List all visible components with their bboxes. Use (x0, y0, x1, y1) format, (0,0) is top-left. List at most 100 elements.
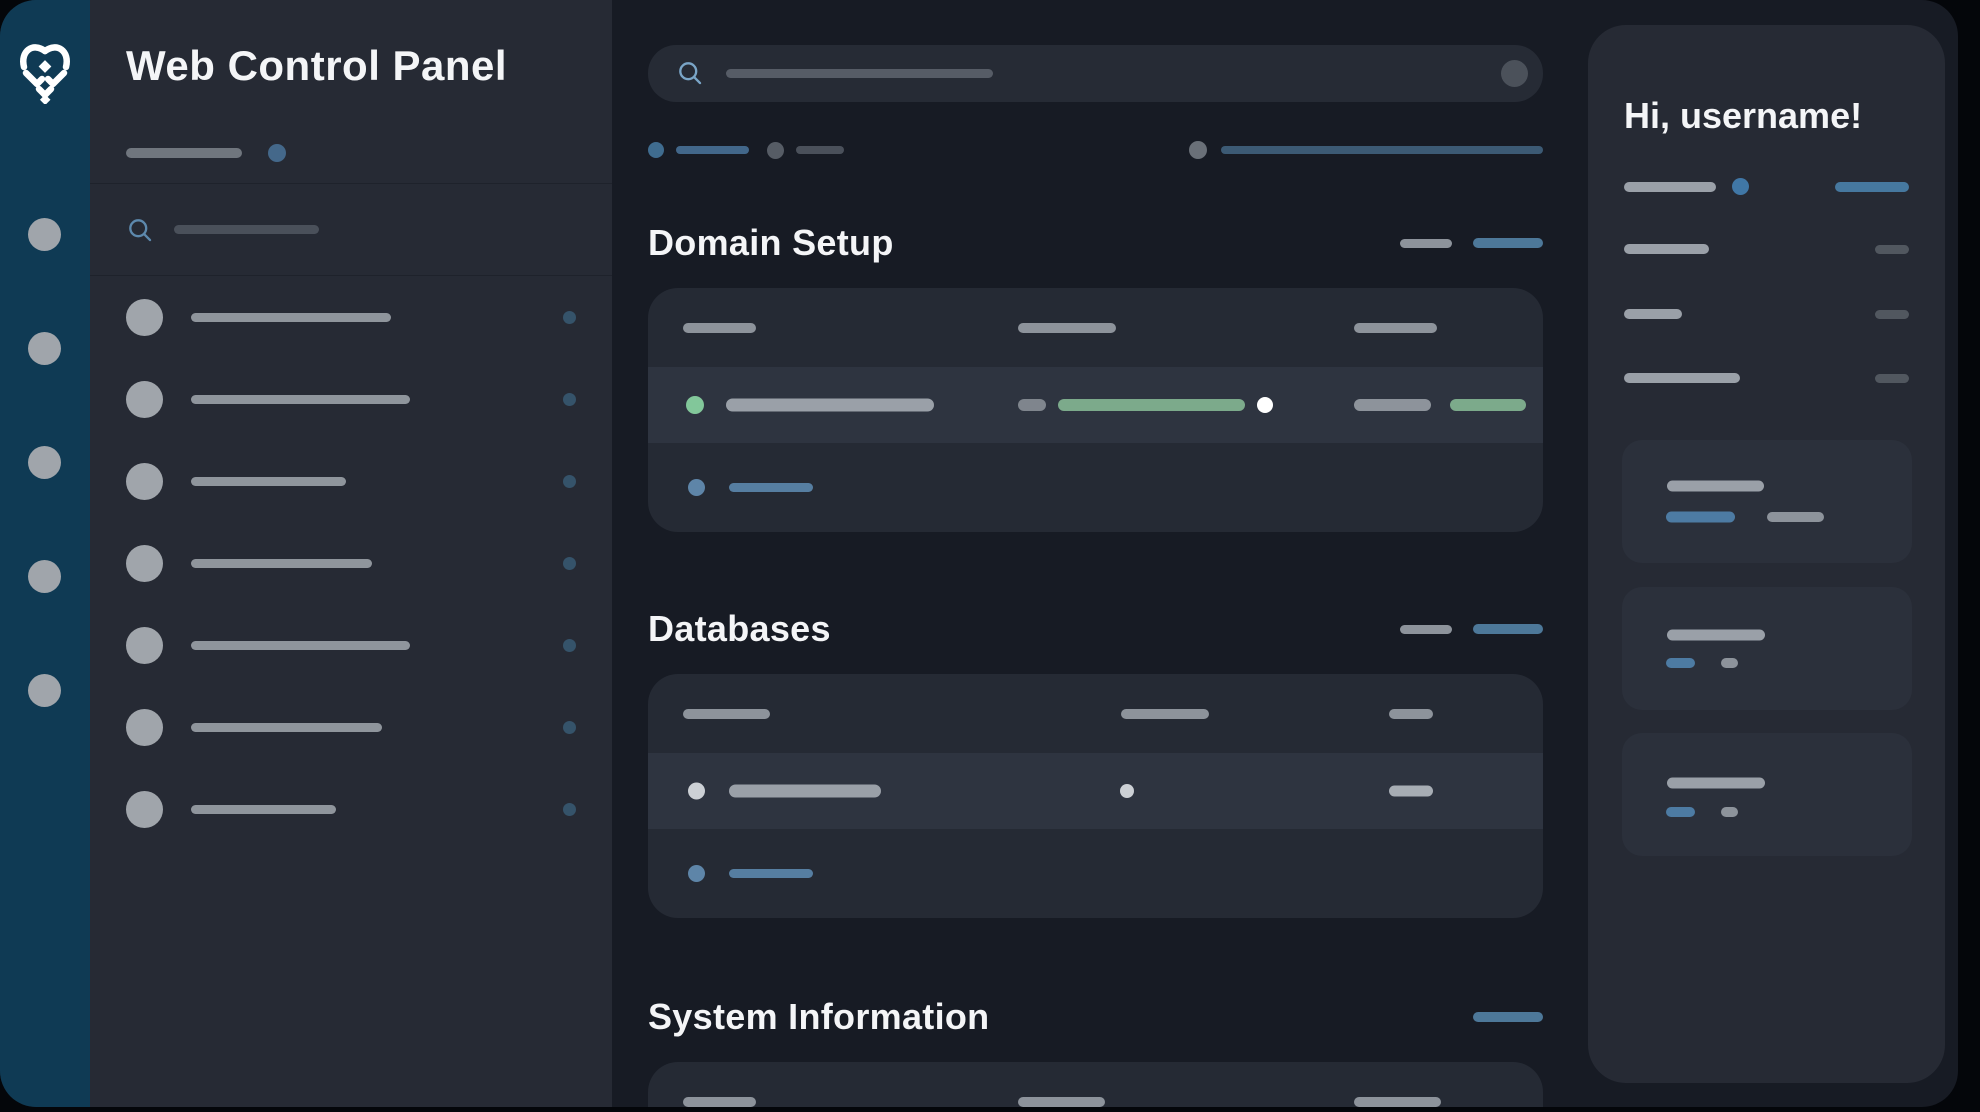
system-load-indicator (1189, 141, 1543, 159)
brand-logo[interactable] (17, 36, 73, 104)
section-action-primary[interactable] (1473, 1012, 1543, 1022)
section-action-secondary[interactable] (1400, 625, 1452, 634)
search-action-button[interactable] (1501, 60, 1528, 87)
app-title: Web Control Panel (126, 42, 576, 90)
column-header-skeleton (1018, 1097, 1105, 1107)
nav-item-label-skeleton (191, 559, 372, 568)
nav-item-badge-dot (563, 557, 576, 570)
table-header (648, 288, 1543, 367)
add-database-button[interactable] (648, 829, 1543, 918)
sidebar-search-field[interactable] (90, 184, 612, 276)
load-indicator-dot (1189, 141, 1207, 159)
nav-item-label-skeleton (191, 805, 336, 814)
info-card[interactable] (1622, 587, 1912, 710)
rail-nav (28, 218, 61, 707)
nav-item-icon-skeleton (126, 299, 163, 336)
info-label-skeleton (1624, 182, 1716, 192)
main-content: Domain Setup (648, 0, 1543, 1107)
heart-pin-logo-icon (17, 36, 73, 104)
card-value-skeleton (1721, 658, 1738, 668)
nav-item-label-skeleton (191, 723, 382, 732)
info-label-skeleton (1624, 244, 1709, 254)
section-action-primary[interactable] (1473, 624, 1543, 634)
section-action-primary[interactable] (1473, 238, 1543, 248)
sidebar-nav-item[interactable] (90, 604, 612, 686)
sidebar-nav-item[interactable] (90, 276, 612, 358)
nav-item-label-skeleton (191, 477, 346, 486)
column-header-skeleton (1018, 323, 1116, 333)
table-header (648, 1062, 1543, 1107)
nav-item-label-skeleton (191, 313, 391, 322)
card-link-skeleton (1666, 807, 1695, 817)
rail-nav-dot[interactable] (28, 218, 61, 251)
rail-nav-dot[interactable] (28, 446, 61, 479)
subtitle-status-dot (268, 144, 286, 162)
sidebar: Web Control Panel (90, 0, 612, 1107)
user-info-row (1624, 178, 1909, 195)
card-title-skeleton (1667, 630, 1765, 641)
global-search-bar[interactable] (648, 45, 1543, 102)
usage-bar-skeleton (1058, 399, 1245, 411)
column-header-skeleton (683, 709, 770, 719)
icon-rail (0, 0, 90, 1107)
section-action-secondary[interactable] (1400, 239, 1452, 248)
sidebar-nav-item[interactable] (90, 768, 612, 850)
card-value-skeleton (1721, 807, 1738, 817)
breadcrumb-label-skeleton (676, 146, 749, 154)
user-info-row (1624, 373, 1909, 383)
database-name-skeleton (729, 785, 881, 798)
sidebar-subtitle-skeleton (126, 144, 576, 162)
column-header-skeleton (683, 1097, 756, 1107)
cell-mini-skeleton (1018, 399, 1046, 411)
search-placeholder-skeleton (726, 69, 993, 78)
nav-item-badge-dot (563, 475, 576, 488)
nav-item-badge-dot (563, 311, 576, 324)
system-information-table (648, 1062, 1543, 1107)
greeting: Hi, username! (1624, 95, 1862, 137)
add-link-skeleton (729, 483, 813, 492)
section-header-system-information: System Information (648, 995, 1543, 1039)
breadcrumb-item[interactable] (648, 142, 749, 158)
card-link-skeleton (1666, 512, 1735, 523)
user-info-row (1624, 244, 1909, 254)
info-label-skeleton (1624, 309, 1682, 319)
sidebar-nav-item[interactable] (90, 358, 612, 440)
info-card[interactable] (1622, 440, 1912, 563)
nav-item-label-skeleton (191, 395, 410, 404)
sidebar-nav-list (90, 276, 612, 850)
breadcrumb-item[interactable] (767, 142, 844, 159)
breadcrumb-dot (648, 142, 664, 158)
plus-dot-icon (688, 865, 705, 882)
info-card[interactable] (1622, 733, 1912, 856)
search-placeholder-skeleton (174, 225, 319, 234)
section-title: Domain Setup (648, 222, 894, 264)
nav-item-icon-skeleton (126, 381, 163, 418)
info-value-skeleton (1875, 245, 1909, 254)
rail-nav-dot[interactable] (28, 560, 61, 593)
sidebar-nav-item[interactable] (90, 522, 612, 604)
table-row[interactable] (648, 367, 1543, 443)
user-info-row (1624, 309, 1909, 319)
section-title: Databases (648, 608, 831, 650)
sidebar-nav-item[interactable] (90, 686, 612, 768)
search-icon (676, 59, 704, 87)
sidebar-nav-item[interactable] (90, 440, 612, 522)
databases-table (648, 674, 1543, 918)
add-domain-button[interactable] (648, 443, 1543, 532)
info-label-skeleton (1624, 373, 1740, 383)
cell-dot-skeleton (1120, 784, 1134, 798)
rail-nav-dot[interactable] (28, 332, 61, 365)
nav-item-icon-skeleton (126, 545, 163, 582)
rail-nav-dot[interactable] (28, 674, 61, 707)
breadcrumb (648, 141, 1543, 159)
nav-item-label-skeleton (191, 641, 410, 650)
column-header-skeleton (683, 323, 756, 333)
status-dot (688, 783, 705, 800)
nav-item-badge-dot (563, 393, 576, 406)
table-row[interactable] (648, 753, 1543, 829)
breadcrumb-label-skeleton (796, 146, 844, 154)
card-value-skeleton (1767, 512, 1824, 522)
search-icon (126, 216, 154, 244)
info-value-skeleton (1875, 310, 1909, 319)
info-link-skeleton[interactable] (1835, 182, 1909, 192)
